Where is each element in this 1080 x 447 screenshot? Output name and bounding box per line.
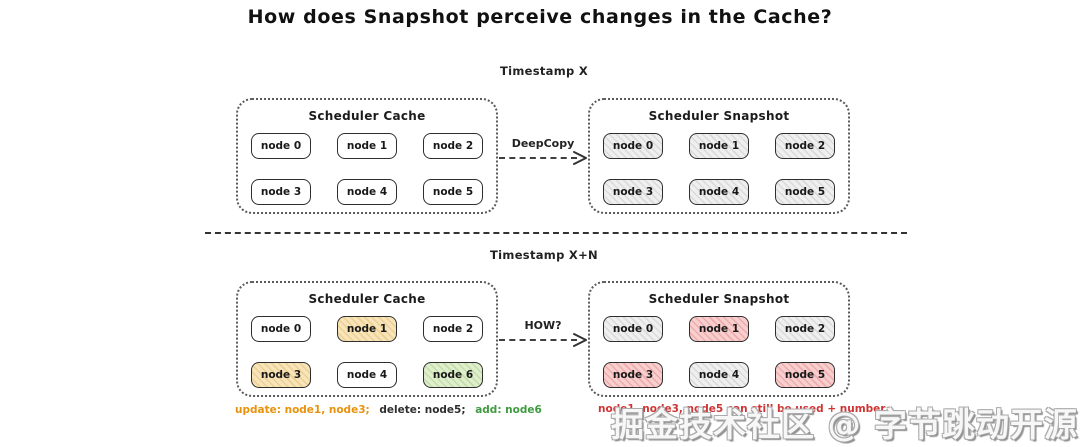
node-box: node 2 [775,316,835,342]
node-box-stale: node 5 [775,362,835,388]
node-box-added: node 6 [423,362,483,388]
node-box: node 0 [603,133,663,159]
node-box: node 0 [603,316,663,342]
panel-title: Scheduler Cache [308,292,426,306]
node-box: node 3 [603,179,663,205]
panel-title: Scheduler Snapshot [648,292,790,306]
arrowhead-icon [573,151,587,165]
timestamp-xn-label: Timestamp X+N [490,248,598,262]
panel-title: Scheduler Snapshot [648,109,790,123]
snapshot-stale-caption: node1, node3, node5 can still be used + … [598,403,886,415]
timestamp-x-label: Timestamp X [499,64,589,78]
node-box: node 0 [251,316,311,342]
node-box-stale: node 3 [603,362,663,388]
panel-title: Scheduler Cache [308,109,426,123]
node-box: node 5 [423,179,483,205]
scheduler-snapshot-panel-t0: Scheduler Snapshot node 0 node 1 node 2 … [588,98,850,214]
node-box: node 4 [337,362,397,388]
cache-changes-caption: update: node1, node3; delete: node5; add… [232,404,542,416]
node-box: node 1 [689,133,749,159]
node-box-updated: node 3 [251,362,311,388]
node-box: node 2 [423,133,483,159]
caption-add: add: node6 [475,404,542,416]
scheduler-snapshot-panel-t1: Scheduler Snapshot node 0 node 1 node 2 … [588,281,850,397]
caption-update: update: node1, node3; [235,404,370,416]
arrow-dashed-line [499,157,577,159]
how-arrow-label: HOW? [524,319,562,332]
node-box-updated: node 1 [337,316,397,342]
diagram-title: How does Snapshot perceive changes in th… [247,6,833,28]
deepcopy-arrow: DeepCopy [499,137,587,171]
node-box: node 1 [337,133,397,159]
node-box: node 5 [775,179,835,205]
node-box: node 4 [689,362,749,388]
node-box: node 2 [423,316,483,342]
arrow-dashed-line [499,339,577,341]
scheduler-cache-panel-t0: Scheduler Cache node 0 node 1 node 2 nod… [236,98,498,214]
node-box: node 0 [251,133,311,159]
node-box-stale: node 1 [689,316,749,342]
scheduler-cache-panel-t1: Scheduler Cache node 0 node 1 node 2 nod… [236,281,498,397]
node-box: node 3 [251,179,311,205]
arrowhead-icon [573,333,587,347]
deepcopy-arrow-label: DeepCopy [511,137,575,150]
caption-delete: delete: node5; [379,404,466,416]
watermark: 掘金技术社区 @ 字节跳动开源 [611,405,1078,444]
how-arrow: HOW? [499,319,587,353]
node-box: node 4 [689,179,749,205]
node-box: node 4 [337,179,397,205]
node-box: node 2 [775,133,835,159]
timeline-divider [205,232,907,234]
